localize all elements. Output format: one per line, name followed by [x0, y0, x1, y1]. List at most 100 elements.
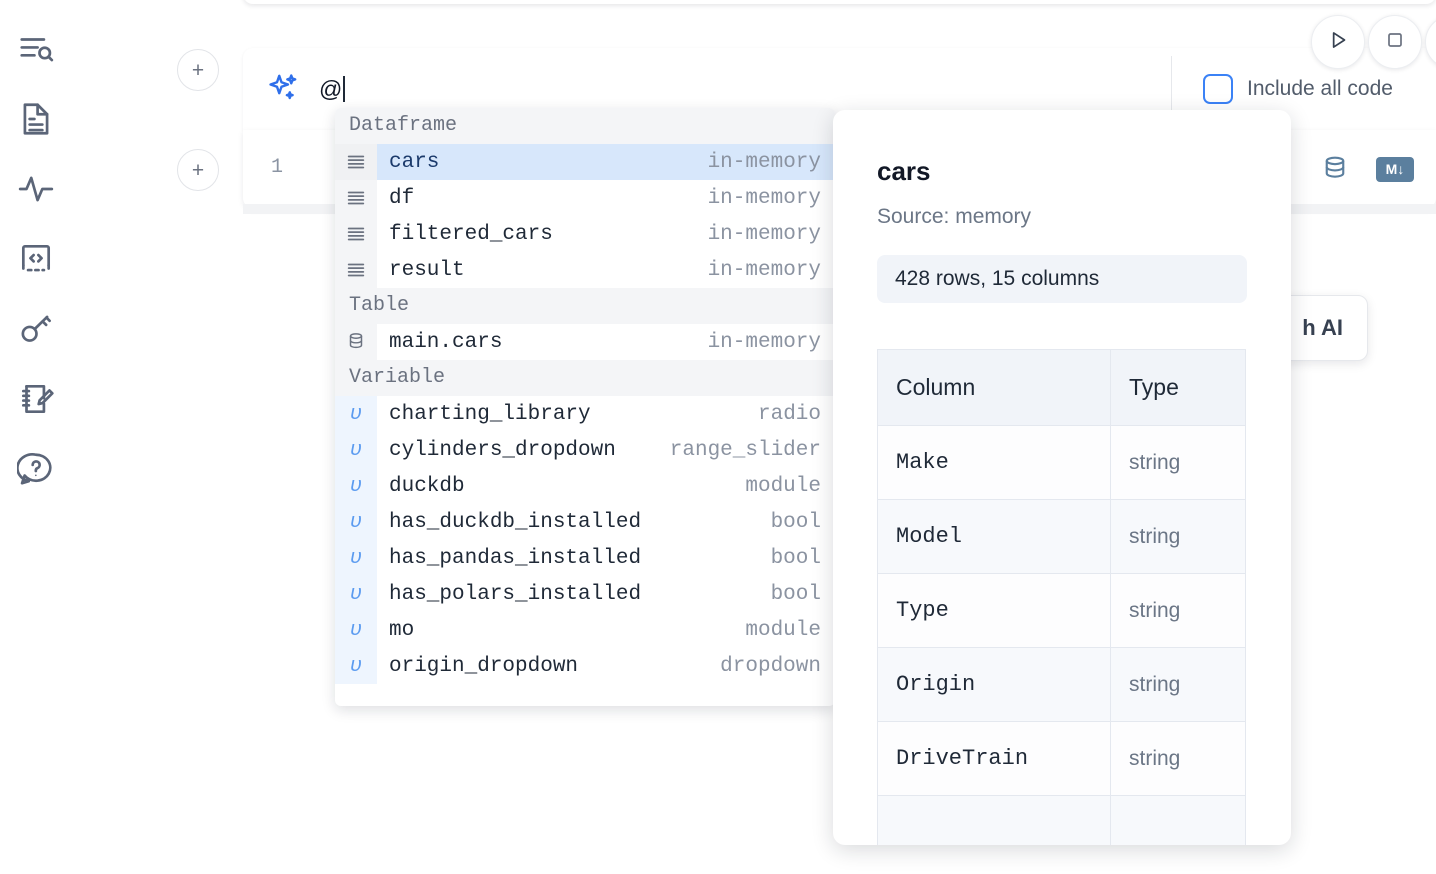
- schema-column-name: [877, 795, 1111, 845]
- add-cell-button-top[interactable]: +: [177, 49, 219, 91]
- play-icon: [1325, 27, 1351, 58]
- autocomplete-item-name: result: [389, 258, 465, 282]
- autocomplete-item-type: bool: [770, 510, 821, 534]
- autocomplete-item-name: charting_library: [389, 402, 591, 426]
- autocomplete-item-type: in-memory: [707, 222, 821, 246]
- plus-icon: +: [191, 58, 205, 82]
- autocomplete-item-type: module: [745, 474, 821, 498]
- key-icon: [17, 310, 55, 348]
- run-button[interactable]: [1311, 15, 1365, 69]
- schema-column-type: [1110, 795, 1246, 845]
- autocomplete-item-type: range_slider: [669, 438, 821, 462]
- autocomplete-item-name: cars: [389, 150, 440, 174]
- detail-shape-badge: 428 rows, 15 columns: [877, 255, 1247, 303]
- variable-icon: υ: [335, 396, 377, 432]
- dataframe-icon: [335, 180, 377, 216]
- scratchpad-edit-icon: [17, 380, 55, 418]
- table-icon: [335, 324, 377, 360]
- autocomplete-item[interactable]: υ has_polars_installed bool: [335, 576, 835, 612]
- autocomplete-item[interactable]: result in-memory: [335, 252, 835, 288]
- add-cell-button-bottom[interactable]: +: [177, 149, 219, 191]
- autocomplete-item[interactable]: filtered_cars in-memory: [335, 216, 835, 252]
- document-icon: [17, 100, 55, 138]
- detail-source: Source: memory: [877, 205, 1032, 228]
- schema-column-type: string: [1110, 721, 1246, 796]
- schema-column-name: Make: [877, 425, 1111, 500]
- sidebar-item-scratchpad[interactable]: [8, 364, 64, 434]
- autocomplete-item-type: in-memory: [707, 330, 821, 354]
- variable-icon: υ: [335, 576, 377, 612]
- schema-column-type: string: [1110, 499, 1246, 574]
- line-number: 1: [271, 156, 284, 179]
- autocomplete-item[interactable]: υ has_duckdb_installed bool: [335, 504, 835, 540]
- stop-square-icon: [1383, 28, 1407, 57]
- variable-icon: υ: [335, 612, 377, 648]
- schema-column-name: Type: [877, 573, 1111, 648]
- cell-toolbar: M↓: [1320, 130, 1414, 208]
- sidebar-item-snippets[interactable]: [8, 224, 64, 294]
- ai-prompt-text: @: [319, 75, 346, 103]
- autocomplete-item-name: df: [389, 186, 415, 210]
- autocomplete-group-title: Dataframe: [335, 108, 835, 144]
- autocomplete-item[interactable]: cars in-memory: [335, 144, 835, 180]
- sidebar-item-activity[interactable]: [8, 154, 64, 224]
- plus-icon: +: [191, 158, 205, 182]
- header-type: Type: [1110, 349, 1246, 426]
- variable-icon: υ: [335, 504, 377, 540]
- include-all-code-checkbox[interactable]: [1203, 74, 1233, 104]
- autocomplete-item-name: filtered_cars: [389, 222, 553, 246]
- variable-icon: υ: [335, 648, 377, 684]
- autocomplete-item-name: has_polars_installed: [389, 582, 642, 606]
- autocomplete-item-type: bool: [770, 582, 821, 606]
- table-header-row: Column Type: [877, 349, 1246, 426]
- table-row: [877, 795, 1246, 845]
- dataframe-detail-popover: cars Source: memory 428 rows, 15 columns…: [833, 110, 1291, 845]
- text-caret: [343, 75, 346, 102]
- include-all-code-row[interactable]: Include all code: [1203, 48, 1393, 130]
- autocomplete-item-name: has_pandas_installed: [389, 546, 642, 570]
- markdown-icon[interactable]: M↓: [1376, 156, 1414, 182]
- schema-column-type: string: [1110, 573, 1246, 648]
- ai-prompt-input[interactable]: @: [243, 48, 1171, 130]
- detail-title: cars: [877, 156, 931, 186]
- dataframe-icon: [335, 252, 377, 288]
- schema-column-name: Origin: [877, 647, 1111, 722]
- schema-column-name: DriveTrain: [877, 721, 1111, 796]
- activity-pulse-icon: [17, 170, 55, 208]
- sidebar-item-secrets[interactable]: [8, 294, 64, 364]
- schema-column-name: Model: [877, 499, 1111, 574]
- variable-icon: υ: [335, 468, 377, 504]
- autocomplete-item-name: origin_dropdown: [389, 654, 579, 678]
- database-icon[interactable]: [1320, 154, 1350, 184]
- left-sidebar: [0, 0, 72, 874]
- previous-cell-edge: [243, 0, 1436, 4]
- prompt-divider: [1171, 56, 1172, 122]
- autocomplete-item-name: has_duckdb_installed: [389, 510, 642, 534]
- schema-column-type: string: [1110, 647, 1246, 722]
- sidebar-item-file-explorer[interactable]: [8, 14, 64, 84]
- sidebar-item-documentation[interactable]: [8, 84, 64, 154]
- autocomplete-item-type: in-memory: [707, 150, 821, 174]
- schema-column-type: string: [1110, 425, 1246, 500]
- autocomplete-group-title: Table: [335, 288, 835, 324]
- variable-icon: υ: [335, 540, 377, 576]
- autocomplete-group-title: Variable: [335, 360, 835, 396]
- autocomplete-item-type: in-memory: [707, 258, 821, 282]
- stop-button[interactable]: [1368, 15, 1422, 69]
- autocomplete-item[interactable]: df in-memory: [335, 180, 835, 216]
- sparkle-ai-icon: [265, 71, 301, 107]
- autocomplete-item-name: cylinders_dropdown: [389, 438, 616, 462]
- autocomplete-item-type: in-memory: [707, 186, 821, 210]
- sidebar-item-help[interactable]: [8, 434, 64, 504]
- help-chat-icon: [17, 450, 55, 488]
